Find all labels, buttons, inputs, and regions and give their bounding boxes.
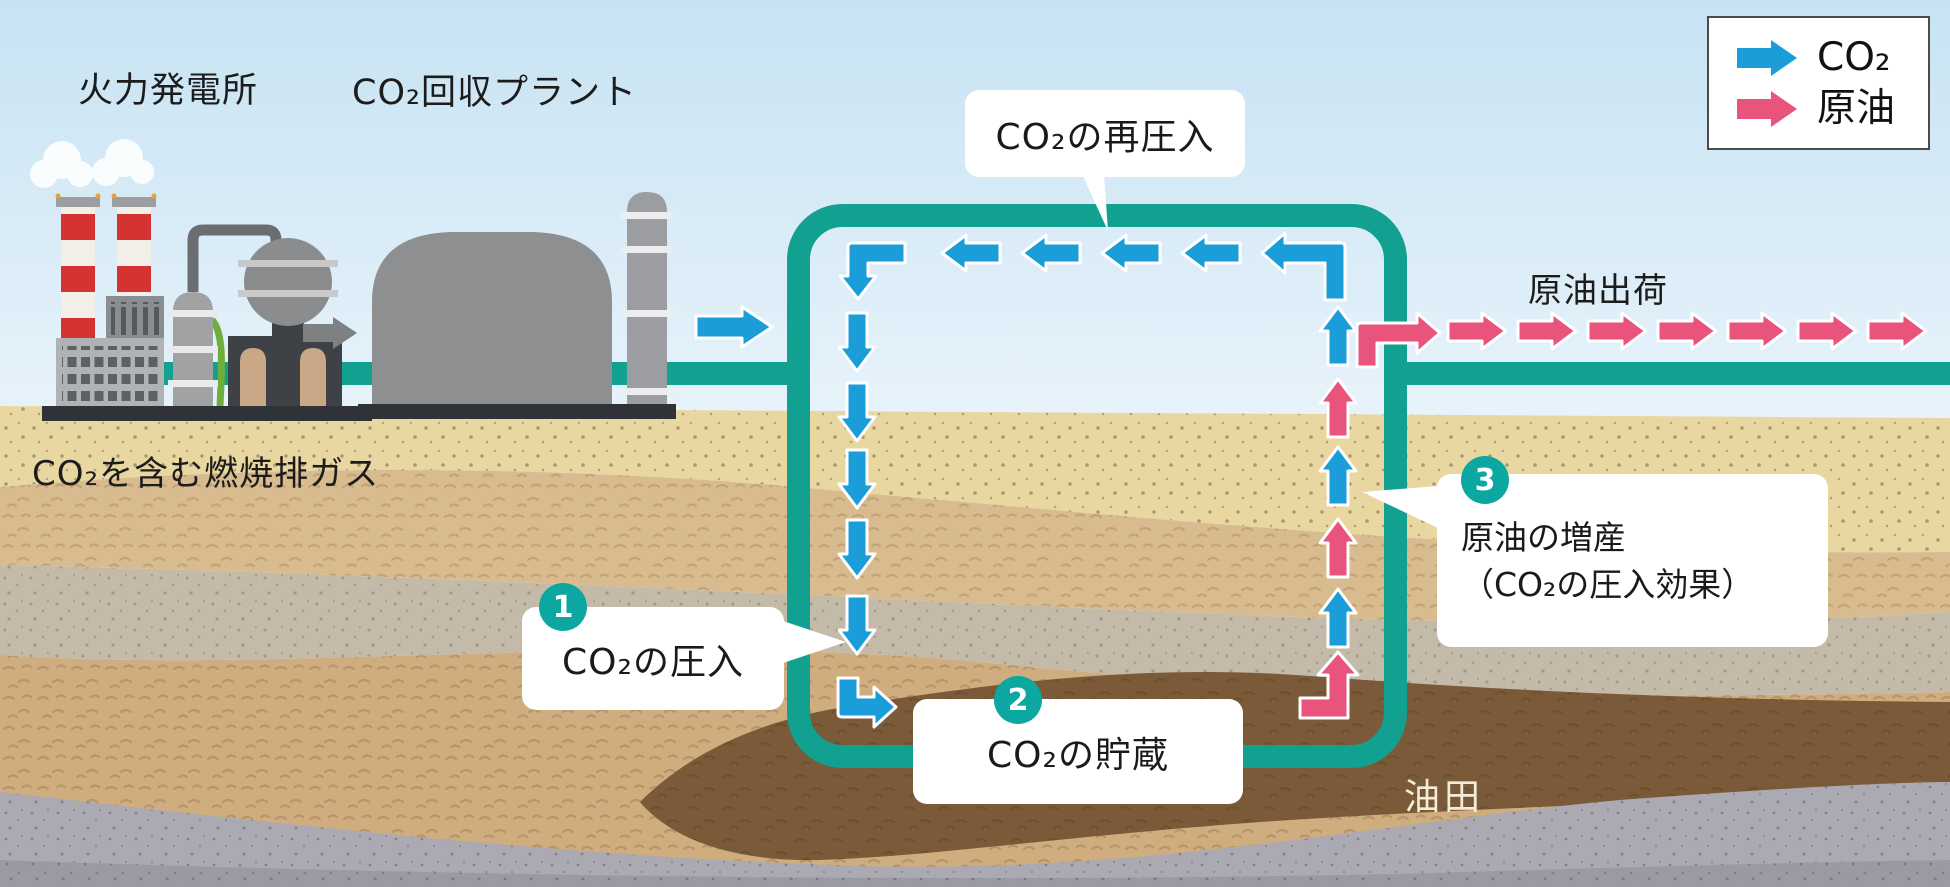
step3-number: 3 (1474, 462, 1496, 498)
legend-oil-row: 原油 (1737, 89, 1928, 128)
reinjection-callout-pointer (1082, 174, 1108, 231)
boiler-vessel-icon (228, 336, 342, 412)
step2-callout-text: CO₂の貯蔵 (987, 734, 1169, 776)
step3-callout-line1: 原油の増産 (1461, 517, 1626, 557)
distillation-column-icon (168, 292, 218, 412)
soil-layer-gray (0, 565, 1950, 696)
co2-arrow-icon (1737, 39, 1797, 76)
thermal-power-plant-illustration (30, 139, 372, 421)
capture-plant-label: CO₂回収プラント (352, 73, 638, 113)
capture-dome-tank-icon (372, 232, 612, 412)
step2-callout: CO₂の貯蔵 (913, 699, 1243, 804)
step3-number-badge: 3 (1461, 456, 1509, 504)
step3-callout-pointer (1362, 486, 1438, 528)
oil-field-label: 油田 (1404, 777, 1485, 818)
smoke-icon (30, 139, 154, 188)
co2-injection-arrows (836, 241, 907, 729)
co2-reinjection-arrows (940, 231, 1347, 302)
plant-overhead-pipe-icon (187, 224, 282, 292)
legend-box: CO₂ 原油 (1707, 16, 1930, 150)
flue-gas-arrow (303, 317, 357, 349)
bedrock-dark (0, 860, 1950, 887)
step1-callout-text: CO₂の圧入 (562, 641, 744, 683)
step1-callout-pointer (783, 621, 846, 663)
oil-co2-production-arrows (1298, 305, 1442, 720)
bedrock-gray (0, 782, 1950, 887)
legend-oil-label: 原油 (1817, 86, 1896, 131)
step2-number: 2 (1007, 682, 1029, 718)
callout-pointers (783, 174, 1438, 663)
step2-number-badge: 2 (994, 676, 1042, 724)
capture-base-platform (358, 404, 676, 419)
step1-number-badge: 1 (539, 583, 587, 631)
green-pipe-icon (209, 317, 226, 407)
step3-callout: 原油の増産 （CO₂の圧入効果） (1437, 474, 1828, 647)
legend-co2-row: CO₂ (1737, 38, 1928, 77)
oil-shipment-label: 原油出荷 (1528, 271, 1668, 311)
plant-building-icon (56, 296, 164, 410)
thermal-plant-label: 火力発電所 (78, 71, 259, 111)
legend-co2-label: CO₂ (1817, 35, 1891, 80)
capture-column-icon (621, 192, 673, 412)
spherical-tank-icon (238, 238, 338, 340)
surface-pipeline-right (1384, 362, 1950, 385)
reinjection-callout: CO₂の再圧入 (965, 90, 1245, 177)
co2-feed-arrow (694, 305, 774, 349)
flue-gas-label: CO₂を含む燃焼排ガス (32, 454, 380, 494)
step1-number: 1 (552, 589, 574, 625)
reinjection-callout-text: CO₂の再圧入 (995, 116, 1215, 158)
step3-callout-line2: （CO₂の圧入効果） (1461, 564, 1755, 604)
plant-base-platform (42, 406, 372, 421)
co2-capture-plant-illustration (358, 192, 676, 419)
oil-arrow-icon (1737, 90, 1797, 127)
